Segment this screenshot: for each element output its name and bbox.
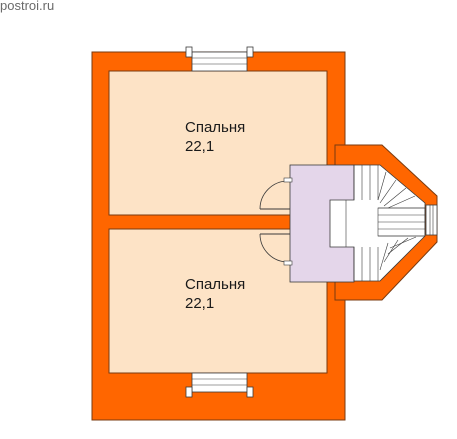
window-stair-bay [425, 204, 438, 236]
stair-treads-middle [345, 200, 426, 247]
door-bedroom-lower [259, 233, 293, 266]
room-label-upper-area: 22,1 [185, 138, 214, 155]
window-top [185, 46, 254, 72]
stair-treads-lower [353, 236, 417, 281]
room-label-lower-area: 22,1 [185, 295, 214, 312]
door-bedroom-upper [259, 177, 293, 210]
site-watermark: postroi.ru [0, 0, 55, 13]
stair-treads-upper [353, 165, 416, 209]
room-label-lower-name: Спальня [185, 276, 245, 293]
room-label-upper-name: Спальня [185, 119, 245, 136]
window-bottom [185, 372, 254, 398]
